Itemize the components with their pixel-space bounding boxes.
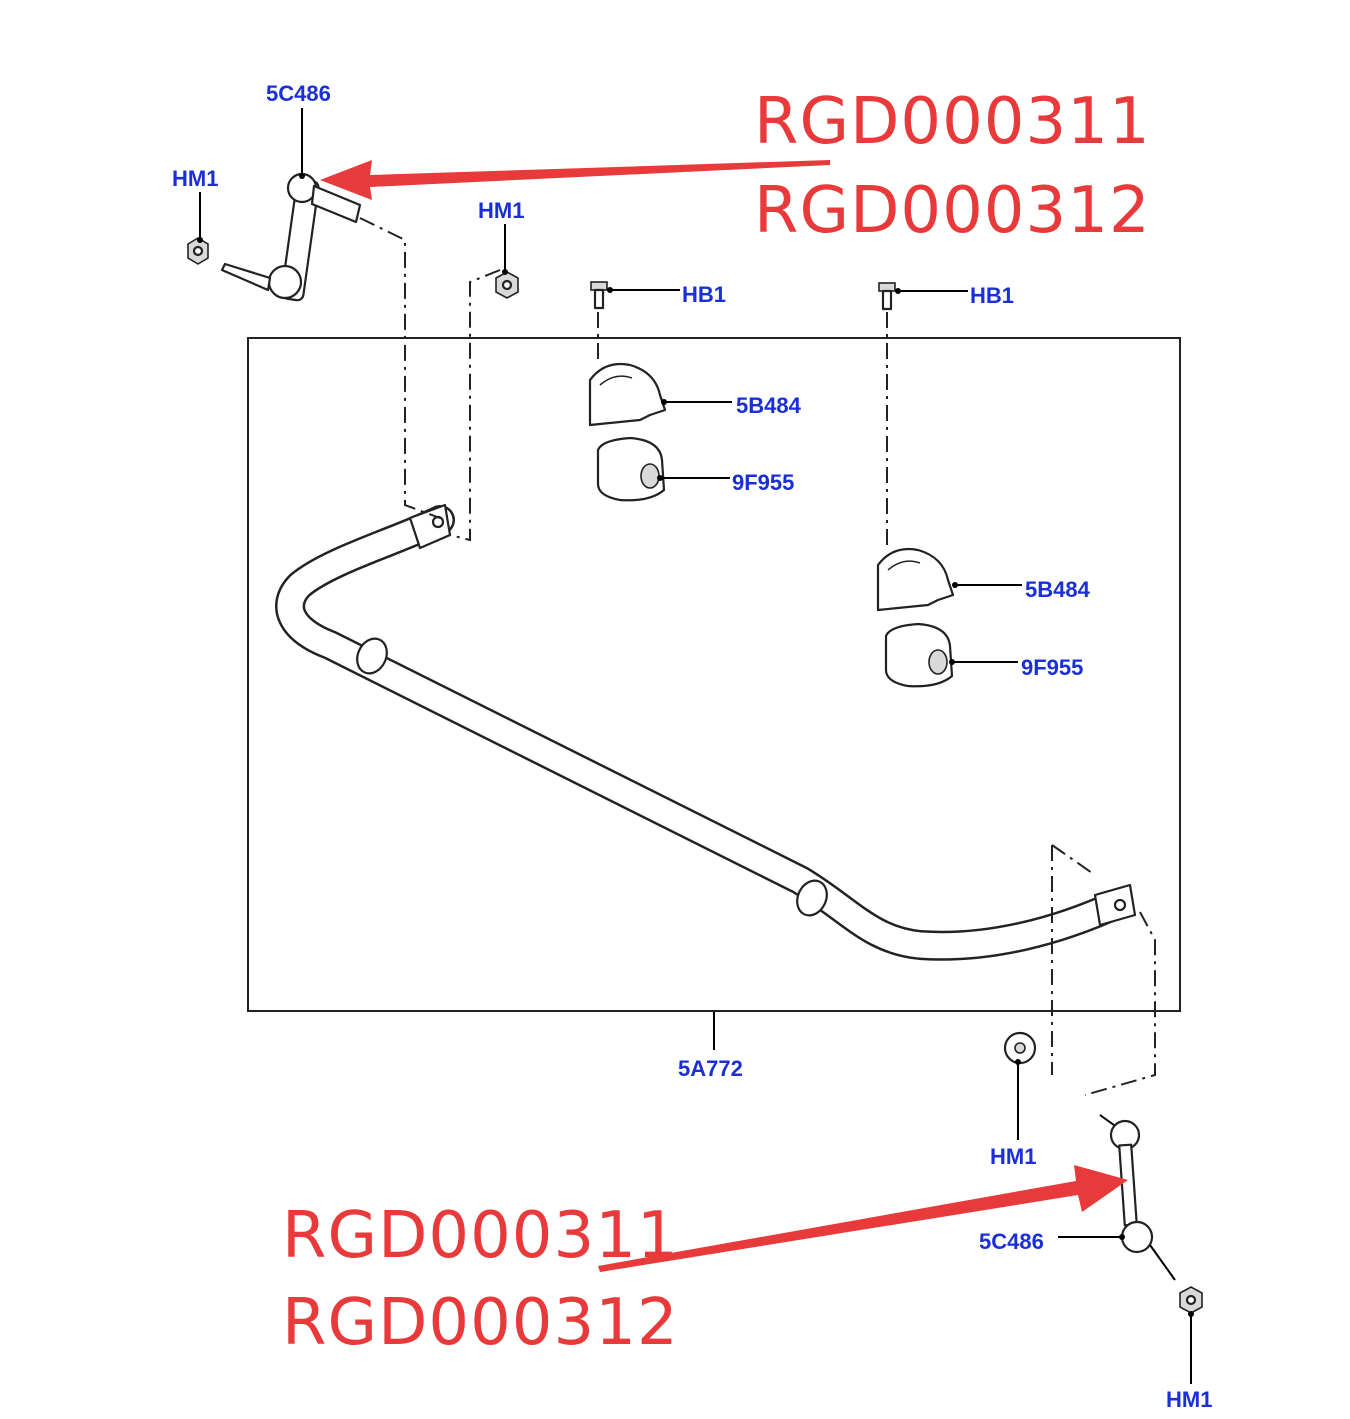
stabilizer-link-bottom	[1099, 1114, 1176, 1281]
leader-lines	[197, 108, 1194, 1384]
callout-9f955-right: 9F955	[1021, 655, 1083, 680]
callout-5b484-left: 5B484	[736, 393, 802, 418]
stabilizer-bar	[275, 503, 1137, 961]
annotation-top-line-2: RGD000312	[754, 174, 1151, 248]
callout-hb1-right: HB1	[970, 283, 1014, 308]
hb1-bolt-left	[590, 281, 608, 310]
callout-5c486-bottom: 5C486	[979, 1229, 1044, 1254]
annotation-top-line-1: RGD000311	[754, 85, 1151, 159]
red-arrow-bottom	[598, 1165, 1128, 1272]
hm1-nut-top-mid	[495, 271, 519, 299]
annotation-bottom-line-2: RGD000312	[282, 1286, 679, 1360]
assembly-guide-lines	[359, 217, 1156, 1096]
bracket-5b484-right	[876, 547, 955, 612]
callout-hm1-bottom-right: HM1	[1166, 1387, 1212, 1412]
callout-hb1-left: HB1	[682, 282, 726, 307]
hm1-nut-top-left	[187, 237, 209, 265]
callout-hm1-top-left: HM1	[172, 166, 218, 191]
red-arrow-top	[320, 160, 830, 200]
bracket-5b484-left	[588, 362, 667, 427]
hm1-nut-bottom-right	[1179, 1286, 1203, 1314]
callout-9f955-left: 9F955	[732, 470, 794, 495]
stabilizer-link-top	[220, 172, 362, 302]
annotation-bottom-line-1: RGD000311	[282, 1199, 679, 1273]
bushing-9f955-left	[596, 436, 666, 502]
callout-hm1-top-mid: HM1	[478, 198, 524, 223]
callout-5c486-top: 5C486	[266, 81, 331, 106]
callout-5a772: 5A772	[678, 1056, 743, 1081]
bushing-9f955-right	[884, 622, 954, 688]
callout-hm1-bottom-mid: HM1	[990, 1144, 1036, 1169]
hb1-bolt-right	[878, 282, 896, 311]
callout-5b484-right: 5B484	[1025, 577, 1091, 602]
assembly-frame	[247, 337, 1181, 1012]
hm1-washer-bottom-mid	[1003, 1031, 1037, 1065]
